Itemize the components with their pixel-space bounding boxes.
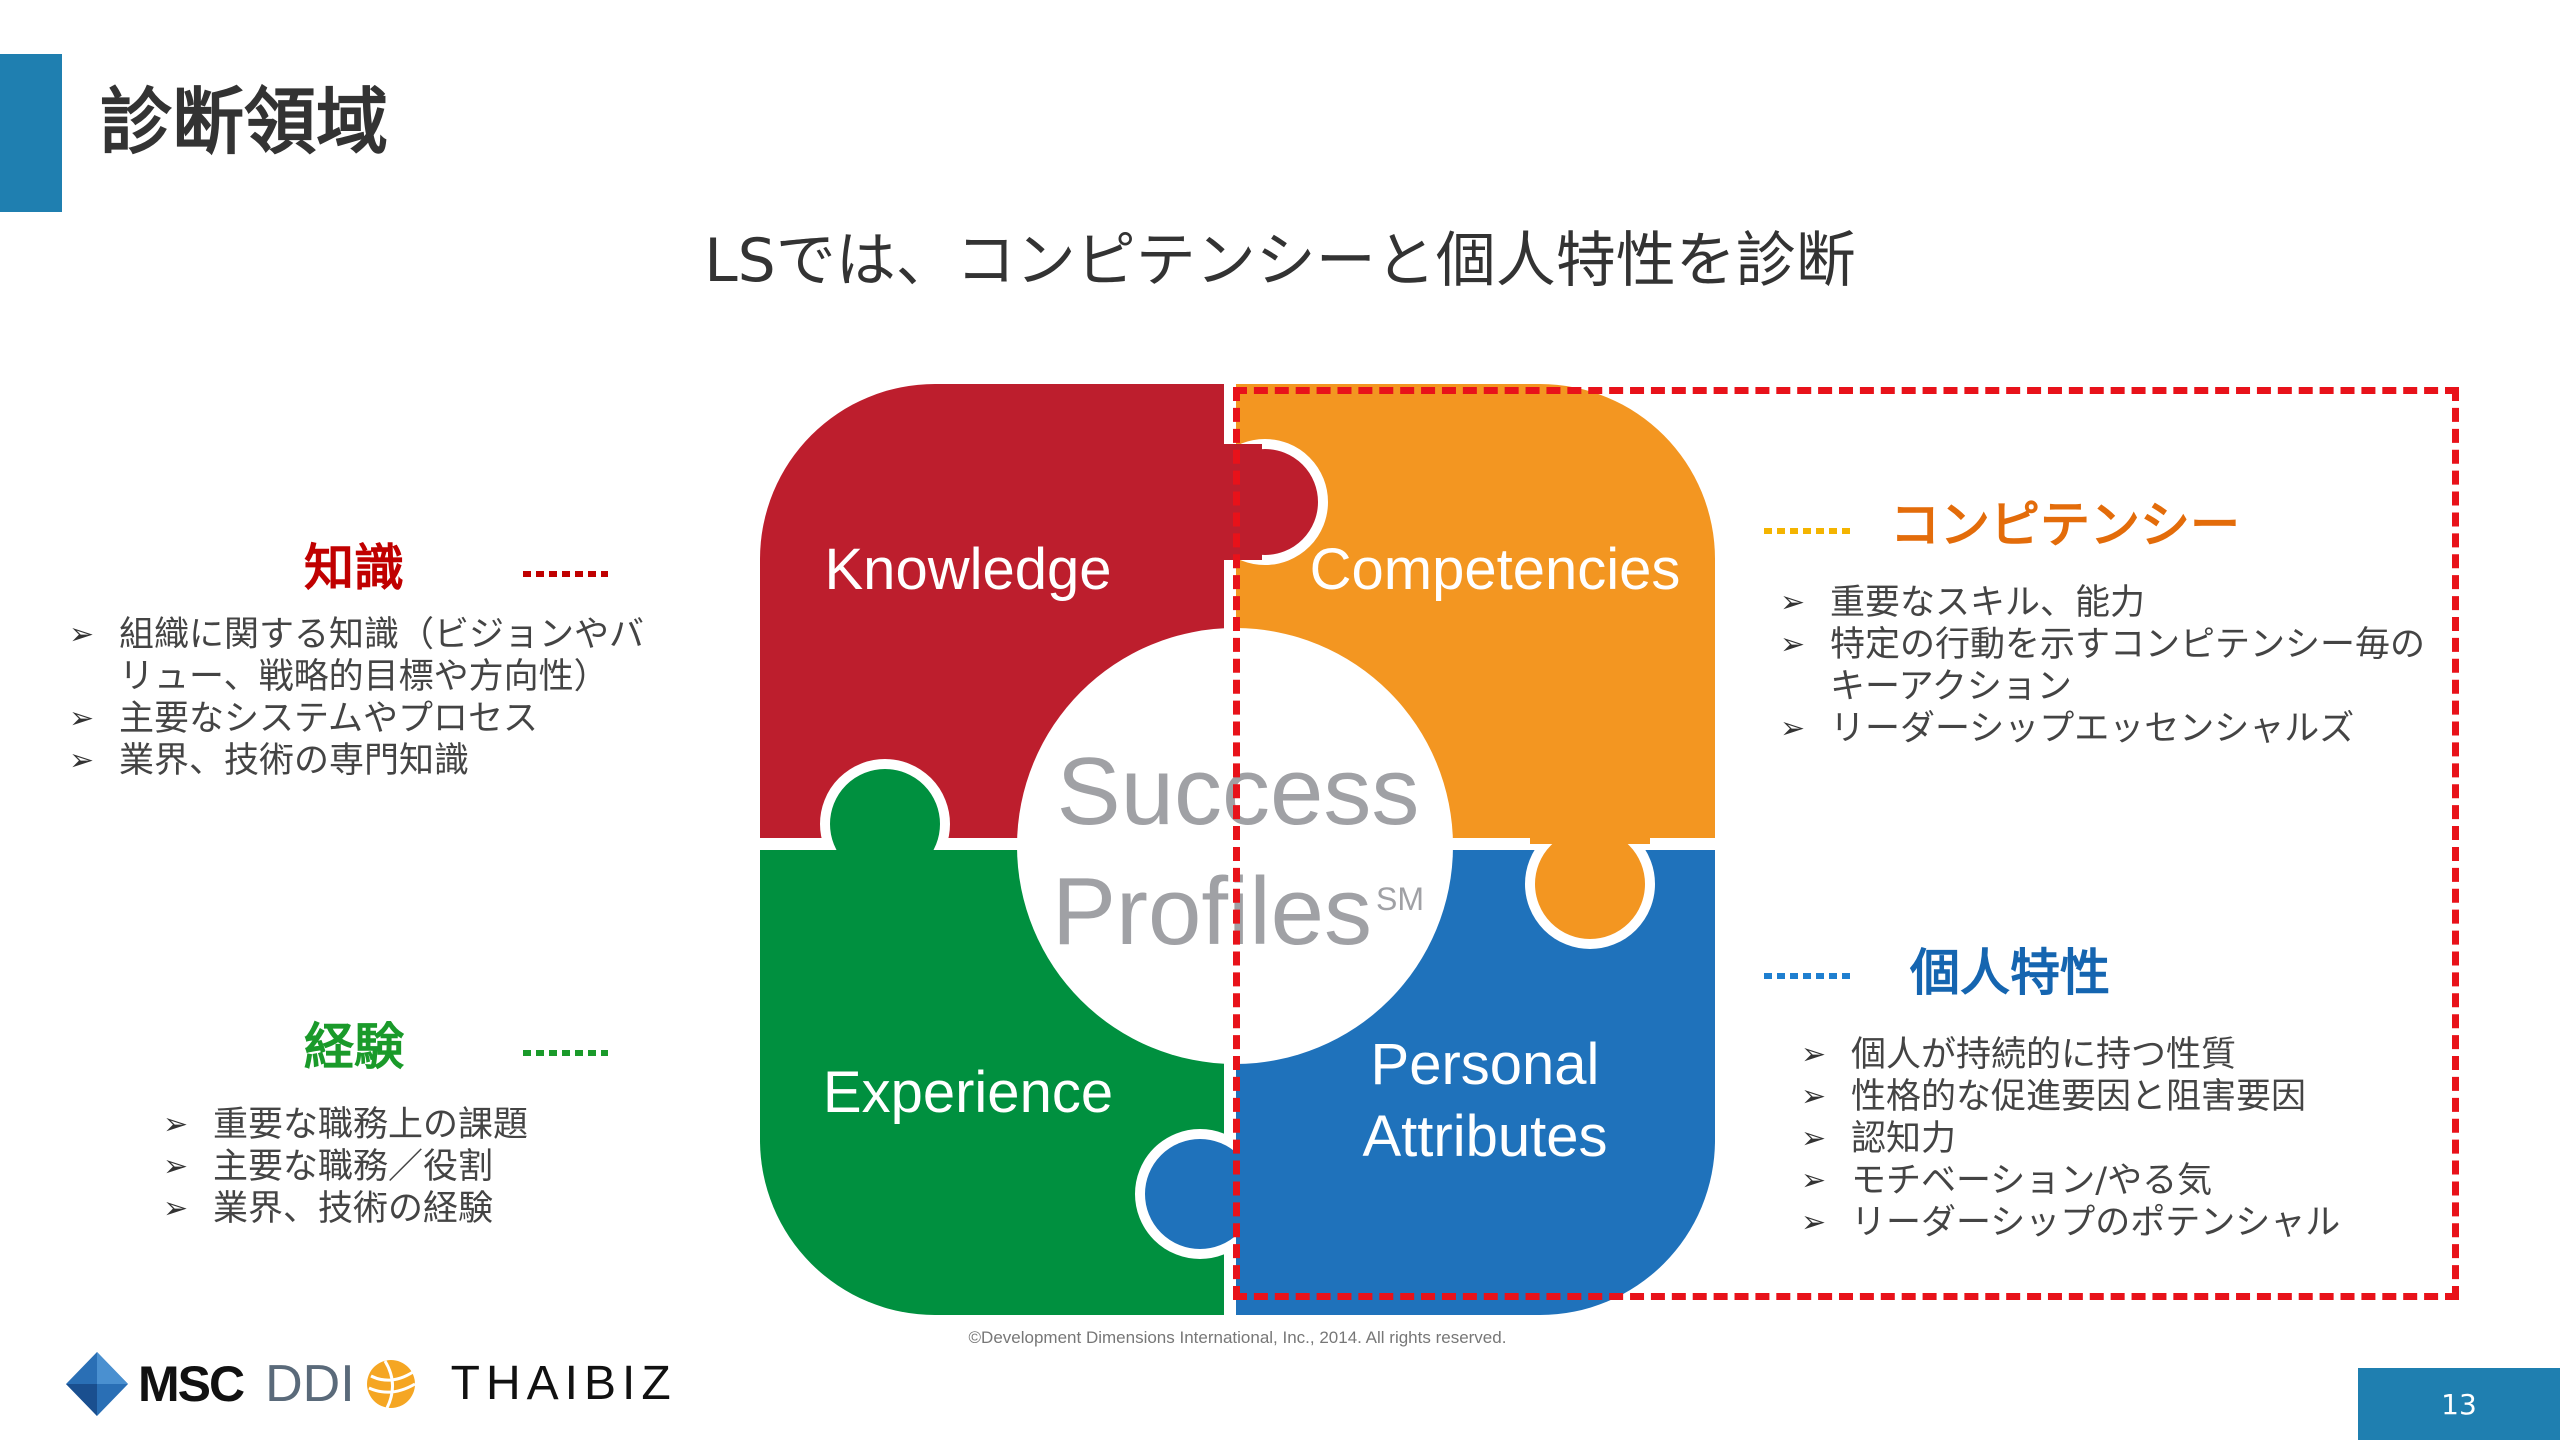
thaibiz-logo-text: THAIBIZ [450, 1357, 677, 1410]
list-item-continuation: キーアクション [1830, 667, 2072, 707]
list-item: 重要なスキル、能力 [1780, 582, 2425, 624]
knowledge-heading: 知識 [304, 539, 404, 597]
page-number: 13 [2358, 1368, 2560, 1440]
experience-list: 重要な職務上の課題 主要な職務／役割 業界、技術の経験 [163, 1104, 528, 1230]
list-item: 主要な職務／役割 [163, 1146, 528, 1188]
knowledge-label: Knowledge [825, 537, 1112, 602]
list-item: 重要な職務上の課題 [163, 1104, 528, 1146]
experience-heading: 経験 [304, 1018, 404, 1076]
list-item: 認知力 [1801, 1118, 2340, 1160]
list-item: 主要なシステムやプロセス [69, 698, 644, 740]
competencies-connector-dots [1764, 528, 1850, 534]
subtitle: LSでは、コンピテンシーと個人特性を診断 [704, 226, 1856, 296]
list-item: リーダーシップのポテンシャル [1801, 1202, 2340, 1244]
ddi-logo-text: DDI [265, 1355, 355, 1413]
knowledge-list: 組織に関する知識（ビジョンやバ リュー、戦略的目標や方向性） 主要なシステムやプ… [69, 614, 644, 782]
experience-connector-dots [523, 1050, 608, 1056]
personal-connector-dots [1764, 973, 1852, 979]
list-item: 性格的な促進要因と阻害要因 [1801, 1076, 2340, 1118]
experience-label: Experience [823, 1060, 1113, 1125]
highlight-dashed-box [1233, 387, 2459, 1300]
center-label-sup: SM [1376, 881, 1424, 917]
page-title: 診断領域 [100, 80, 389, 164]
knowledge-tab-neck [1200, 444, 1262, 560]
list-item: 業界、技術の専門知識 [69, 740, 644, 782]
personal-label-line1: Personal [1371, 1032, 1600, 1097]
list-item: リーダーシップエッセンシャルズ [1780, 708, 2425, 750]
list-item-continuation: リュー、戦略的目標や方向性） [119, 657, 609, 697]
personal-heading: 個人特性 [1910, 944, 2110, 1002]
msc-logo-text: MSC [138, 1356, 245, 1412]
footer-logos: MSC DDI THAIBIZ [66, 1352, 677, 1416]
list-item: 業界、技術の経験 [163, 1188, 528, 1230]
list-item: 特定の行動を示すコンピテンシー毎の [1780, 624, 2425, 666]
competencies-list: 重要なスキル、能力 特定の行動を示すコンピテンシー毎の キーアクション リーダー… [1780, 582, 2425, 750]
success-profiles-diagram: Knowledge Competencies Experience Person… [760, 384, 1715, 1315]
personal-list: 個人が持続的に持つ性質 性格的な促進要因と阻害要因 認知力 モチベーション/やる… [1801, 1034, 2340, 1244]
list-item: 組織に関する知識（ビジョンやバ [69, 614, 644, 656]
personal-tab-neck [1236, 1134, 1286, 1254]
list-item: モチベーション/やる気 [1801, 1160, 2340, 1202]
competencies-tab-neck [1530, 804, 1650, 844]
personal-label-line2: Attributes [1363, 1104, 1608, 1169]
experience-tab-neck [825, 850, 945, 890]
center-label-line2: Profiles [1052, 858, 1372, 965]
competencies-heading: コンピテンシー [1890, 496, 2240, 554]
ddi-globe-icon [366, 1360, 416, 1409]
competencies-label: Competencies [1310, 537, 1681, 602]
list-item: 個人が持続的に持つ性質 [1801, 1034, 2340, 1076]
copyright-notice: ©Development Dimensions International, I… [968, 1328, 1507, 1347]
knowledge-connector-dots [523, 571, 608, 577]
accent-bar [0, 54, 62, 212]
msc-diamond-icon [66, 1352, 128, 1416]
